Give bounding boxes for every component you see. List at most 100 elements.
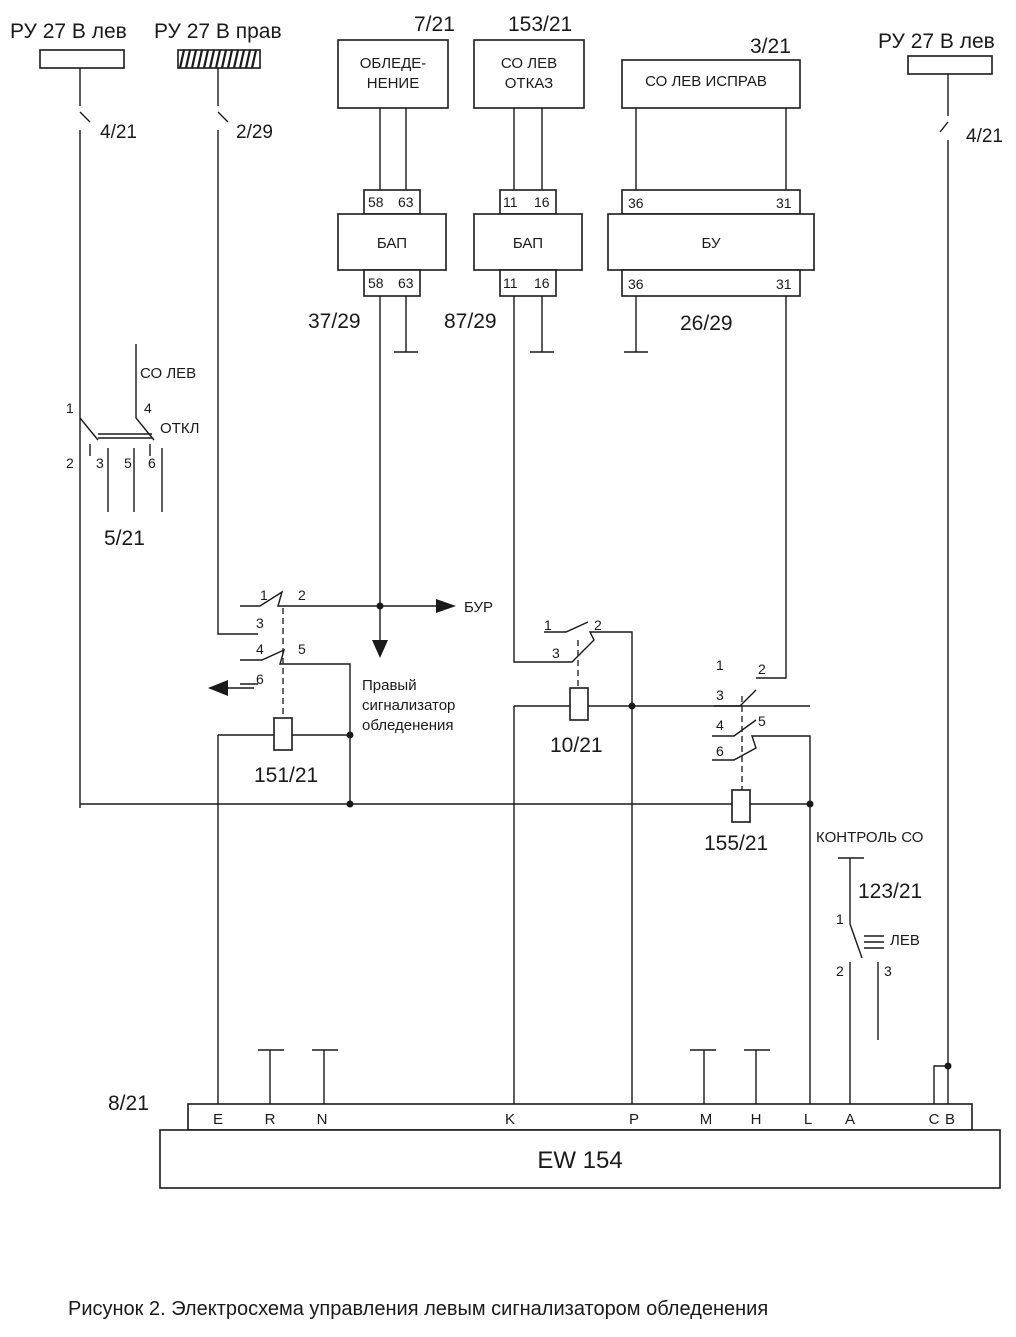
pin-m-stub [690,1049,716,1104]
bap1-name: БАП [377,235,407,252]
source-ru27-left-bus [39,49,125,69]
bu-top-pin-a: 36 [628,195,644,211]
bap1-top-pin-a: 58 [368,194,384,210]
connector-pin-c: C [929,1111,940,1128]
connector-pin-strip [187,1103,973,1131]
control-pin-3: 3 [884,963,892,979]
wires-sofail-to-bap2 [513,108,543,190]
relay-151-output-arrow [208,680,228,696]
right-sensor-label-2: сигнализатор [362,697,455,714]
switch-so-label-side: ОТКЛ [160,420,199,437]
control-side-label: ЛЕВ [890,932,920,949]
junction-bus-b [806,800,814,808]
bap2-top-pin-b: 16 [534,194,550,210]
wires-icing-to-bap1 [379,108,407,190]
connector-pin-b: B [945,1111,955,1128]
bap2-bottom-pin-b: 16 [534,275,550,291]
control-pin-1: 1 [836,911,844,927]
bap2-top-pin-a: 11 [503,194,518,210]
switch-so-pin-6: 6 [148,455,156,471]
bu-bottom-pin-b: 31 [776,276,792,292]
bu-bottom-pins [621,269,801,297]
breaker-right [217,68,258,635]
source-ru27-right-label: РУ 27 В прав [154,20,282,43]
relay-155-pin-6: 6 [716,743,724,759]
right-sensor-arrow [372,640,388,658]
breaker-left2-ref: 4/21 [966,126,1003,147]
bu-ground [624,296,648,353]
relay-151-pin-4: 4 [256,641,264,657]
relay-151 [217,590,378,1104]
bap1-block [337,213,447,271]
bu-block [607,213,815,271]
control-switch [849,858,884,1104]
relay-151-pin-3: 3 [256,615,264,631]
switch-so-pin-1: 1 [66,400,74,416]
connector-pin-r: R [265,1111,276,1128]
bap2-ref: 87/29 [444,310,497,333]
switch-so-ref: 5/21 [104,527,145,550]
relay-151-pin-2: 2 [298,587,306,603]
bu-bottom-pin-a: 36 [628,276,644,292]
source-ru27-left2-label: РУ 27 В лев [878,30,995,53]
relay-10-ref: 10/21 [550,734,603,757]
switch-so-label-top: СО ЛЕВ [140,365,196,382]
relay-151-ref: 151/21 [254,764,318,787]
bu-name: БУ [701,235,720,252]
connector-pin-h: H [751,1111,762,1128]
relay-10-pin-2: 2 [594,617,602,633]
so-ok-block-text: СО ЛЕВ ИСПРАВ [645,73,767,90]
bap2-bottom-pins [499,269,557,297]
pin-r-stub [258,1049,284,1104]
pin-h-stub [744,1049,770,1104]
so-ok-block [621,59,801,109]
breaker-left-ref: 4/21 [100,122,137,143]
source-ru27-right-bus [177,49,261,69]
connector-pin-l: L [804,1111,812,1128]
bap2-bottom-pin-a: 11 [503,275,518,291]
right-sensor-label-1: Правый [362,677,417,694]
relay-155-ref: 155/21 [704,832,768,855]
connector-pin-n: N [317,1111,328,1128]
bap1-ground [394,296,418,353]
switch-so-pin-5: 5 [124,455,132,471]
so-fail-block [473,39,585,109]
switch-so [79,344,163,512]
connector-pin-m: M [700,1111,713,1128]
bap1-top-pin-b: 63 [398,194,414,210]
relay-151-pin-1: 1 [260,587,268,603]
wires-sook-to-bu [635,108,787,190]
relay-151-pin-5: 5 [298,641,306,657]
bap2-ground [530,296,554,353]
icing-block [337,39,449,109]
connector-name: EW 154 [537,1147,622,1174]
icing-block-line2: НЕНИЕ [367,75,419,92]
relay-155-pin-2: 2 [758,661,766,677]
pin-n-stub [312,1049,338,1104]
relay-155 [80,296,811,1104]
bap2-name: БАП [513,235,543,252]
pin-c-jumper [933,1065,948,1104]
icing-block-ref: 7/21 [414,13,455,36]
relay-10-pin-3: 3 [552,645,560,661]
source-ru27-left2-bus [907,55,993,75]
connector-pin-p: P [629,1111,639,1128]
switch-so-pin-2: 2 [66,455,74,471]
relay-155-pin-1: 1 [716,657,724,673]
bap1-top-pins [363,189,421,215]
bu-ref: 26/29 [680,312,733,335]
bur-label: БУР [464,599,493,616]
bap1-bottom-pins [363,269,421,297]
relay-10-pin-1: 1 [544,617,552,633]
breaker-right-ref: 2/29 [236,122,273,143]
switch-so-pin-4: 4 [144,400,152,416]
bu-top-pins [621,189,801,215]
junction-relay-10 [628,702,636,710]
so-ok-block-ref: 3/21 [750,35,791,58]
source-ru27-left-label: РУ 27 В лев [10,20,127,43]
connector-pin-a: A [845,1111,855,1128]
breaker-left-2 [939,74,949,1065]
bap1-ref: 37/29 [308,310,361,333]
so-fail-block-line1: СО ЛЕВ [501,55,557,72]
